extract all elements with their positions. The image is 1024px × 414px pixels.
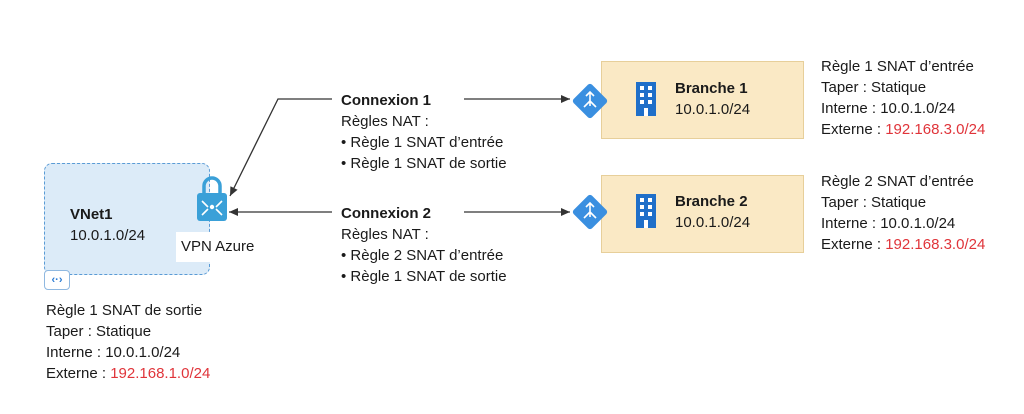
branch2-container — [601, 175, 804, 253]
connection1-rule-item: • Règle 1 SNAT d’entrée — [341, 134, 504, 151]
vnet-rule-internal: Interne : 10.0.1.0/24 — [46, 344, 181, 361]
connection1-title: Connexion 1 — [341, 92, 432, 109]
branch1-rule-external-ip: 192.168.3.0/24 — [885, 121, 986, 138]
vnet-rule-external-ip: 192.168.1.0/24 — [110, 365, 211, 382]
vnet-rule-type: Taper : Statique — [46, 323, 152, 340]
connection2-title: Connexion 2 — [341, 205, 432, 222]
branch1-rule-internal: Interne : 10.0.1.0/24 — [821, 100, 956, 117]
connection1-rules-label: Règles NAT : — [341, 113, 429, 130]
vnet-name: VNet1 — [70, 206, 113, 223]
branch1-rule-title: Règle 1 SNAT d’entrée — [821, 58, 974, 75]
branch2-rule-internal: Interne : 10.0.1.0/24 — [821, 215, 956, 232]
branch1-rule-external-prefix: Externe : — [821, 121, 886, 138]
vnet-rule-title: Règle 1 SNAT de sortie — [46, 302, 203, 319]
vnet-rule-external: Externe : 192.168.1.0/24 — [46, 363, 210, 384]
vnet-icon: ‹·› — [44, 270, 70, 290]
branch1-rule-type: Taper : Statique — [821, 79, 927, 96]
connection2-rule-item: • Règle 2 SNAT d’entrée — [341, 247, 504, 264]
branch2-rule-type: Taper : Statique — [821, 194, 927, 211]
branch2-building-icon — [636, 194, 656, 228]
vpn-gateway-lock-icon — [197, 176, 227, 221]
branch2-rule-external: Externe : 192.168.3.0/24 — [821, 234, 985, 255]
branch2-router-icon — [572, 194, 608, 230]
branch2-cidr: 10.0.1.0/24 — [675, 214, 751, 231]
branch2-rule-external-ip: 192.168.3.0/24 — [885, 236, 986, 253]
branch1-name: Branche 1 — [675, 80, 748, 97]
vnet-cidr: 10.0.1.0/24 — [70, 227, 146, 244]
branch1-cidr: 10.0.1.0/24 — [675, 101, 751, 118]
vpn-gateway-label: VPN Azure — [181, 238, 255, 255]
branch2-name: Branche 2 — [675, 193, 748, 210]
branch1-building-icon — [636, 82, 656, 116]
branch2-rule-external-prefix: Externe : — [821, 236, 886, 253]
connection2-rule-item: • Règle 1 SNAT de sortie — [341, 268, 507, 285]
connection2-rules-label: Règles NAT : — [341, 226, 429, 243]
branch1-container — [601, 61, 804, 139]
branch1-rule-external: Externe : 192.168.3.0/24 — [821, 119, 985, 140]
vpn-label-background — [176, 232, 272, 262]
branch2-rule-title: Règle 2 SNAT d’entrée — [821, 173, 974, 190]
branch1-router-icon — [572, 83, 608, 119]
connection1-rule-item: • Règle 1 SNAT de sortie — [341, 155, 507, 172]
vnet-rule-external-prefix: Externe : — [46, 365, 111, 382]
connection1-to-vpn-arrow — [229, 98, 332, 197]
